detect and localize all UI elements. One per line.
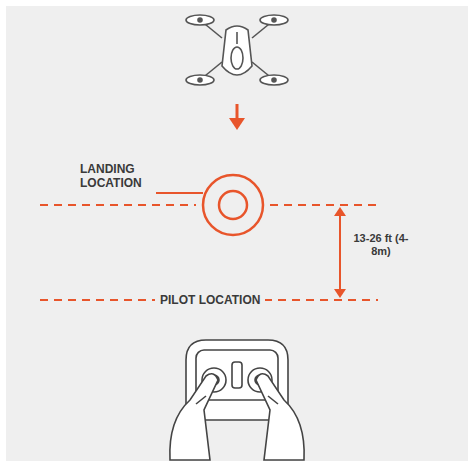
dimension-label: 13-26 ft (4-8m) [350, 232, 412, 258]
descent-arrow [229, 104, 245, 130]
controller-icon [170, 340, 304, 460]
dimension-arrow [334, 207, 346, 298]
leader-line [156, 192, 203, 194]
landing-label: LANDING LOCATION [80, 162, 160, 190]
landing-target [203, 175, 263, 235]
drone-icon [186, 15, 288, 85]
pilot-label: PILOT LOCATION [155, 293, 265, 307]
landing-line [40, 204, 378, 206]
